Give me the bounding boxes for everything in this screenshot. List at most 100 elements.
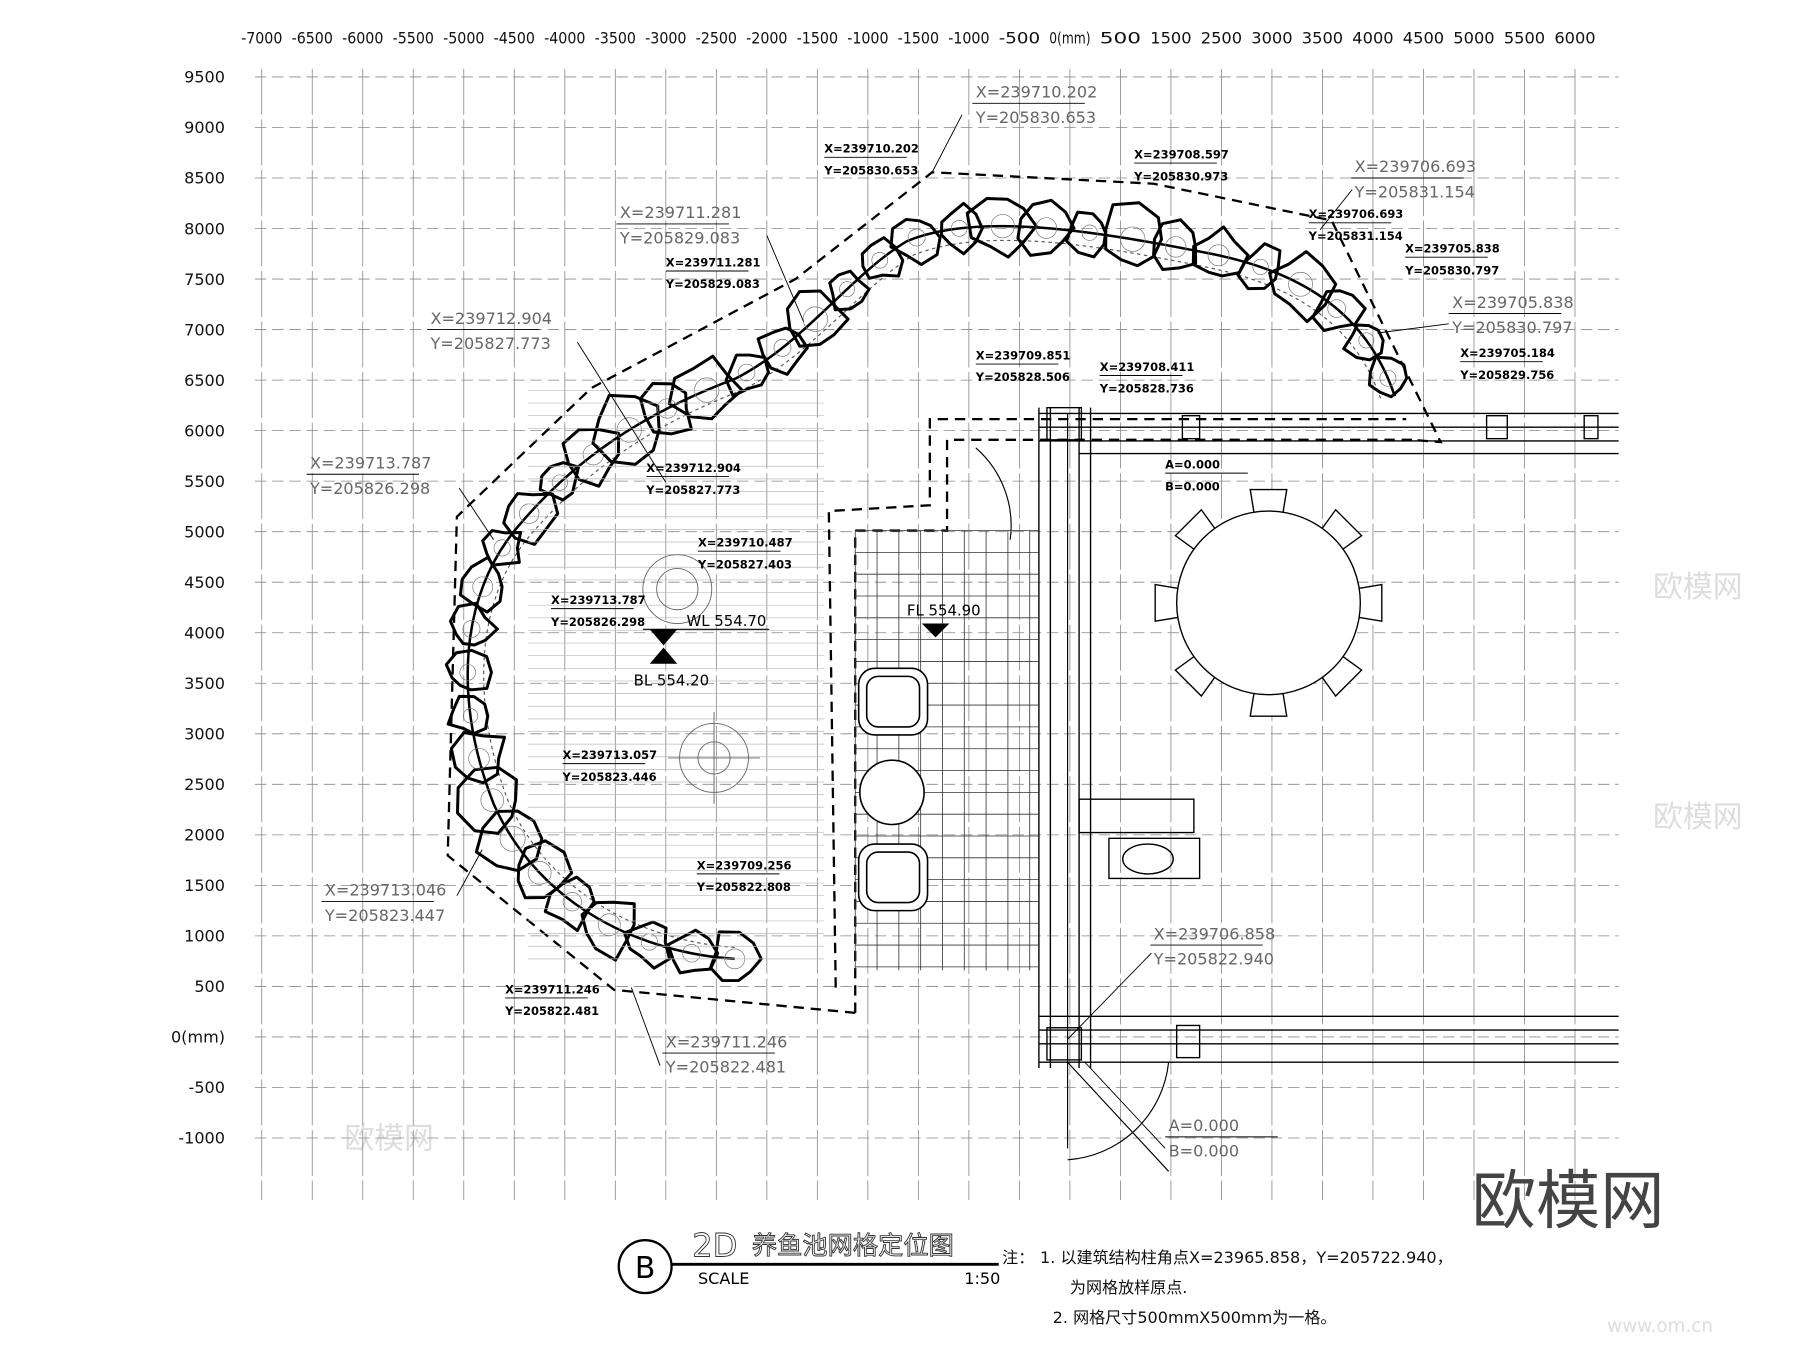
coord-label-y: Y=205823.447: [324, 906, 445, 925]
rock: [1191, 225, 1250, 278]
leader-line: [577, 341, 667, 483]
coord-label-y: Y=205830.973: [1133, 169, 1228, 183]
coord-label-x: X=239713.787: [551, 593, 646, 607]
watermark-text: 欧模网: [344, 1121, 434, 1156]
x-axis-label: -1500: [898, 29, 939, 48]
y-axis-label: 8500: [184, 169, 225, 188]
rock: [455, 765, 518, 835]
coord-label-x: X=239706.693: [1309, 207, 1404, 221]
leader-lines: [306, 102, 1562, 1149]
rock-texture: [493, 539, 511, 557]
coordinate-labels: X=239710.202Y=205830.653X=239711.281Y=20…: [309, 83, 1574, 1161]
watermark-text: 欧模网: [1653, 570, 1743, 605]
coord-label-y: Y=205830.653: [823, 164, 918, 178]
rock-texture: [462, 620, 481, 638]
x-axis-label: -2000: [746, 29, 787, 48]
leader-line: [458, 487, 495, 540]
title-block: B 2D 养鱼池网格定位图 SCALE 1:50: [617, 1226, 1000, 1295]
rock-texture: [1288, 271, 1313, 297]
coord-label-y: Y=205827.403: [697, 557, 792, 571]
coord-label-y: Y=205831.154: [1308, 229, 1403, 243]
coord-label-x: X=239708.411: [1100, 360, 1195, 374]
rock: [860, 236, 905, 280]
x-axis-label: 1500: [1150, 29, 1191, 48]
coord-label-y: B=0.000: [1165, 479, 1220, 493]
x-axis-label: 5500: [1504, 29, 1545, 48]
coord-label-x: X=239711.246: [505, 982, 600, 996]
leader-line: [630, 987, 661, 1066]
rock: [828, 269, 871, 312]
coord-label-x: X=239711.246: [666, 1032, 788, 1051]
rock-texture: [1165, 236, 1187, 258]
y-axis-label: 7500: [184, 270, 225, 289]
coord-label-y: Y=205827.773: [429, 334, 550, 353]
y-axis-label: 5500: [184, 472, 225, 491]
y-axis-label: 500: [194, 977, 225, 996]
watermark-site: www.om.cn: [1607, 1316, 1713, 1337]
rock: [474, 809, 544, 873]
y-axis-label: 1000: [184, 927, 225, 946]
floor-level-label: FL 554.90: [907, 602, 981, 620]
rock: [1065, 210, 1108, 259]
rock-texture: [1358, 332, 1375, 349]
rock-texture: [990, 214, 1015, 239]
rock: [446, 694, 490, 736]
coord-label-x: X=239712.904: [646, 461, 741, 475]
coord-label-x: X=239705.838: [1452, 293, 1574, 312]
rock: [449, 731, 507, 785]
rock-texture: [1035, 217, 1058, 239]
level-markers: WL 554.70 BL 554.20 FL 554.90: [634, 602, 981, 690]
rock: [444, 648, 493, 692]
leader-line: [931, 114, 963, 173]
coord-label-y: Y=205826.298: [309, 479, 430, 498]
rock-texture: [1252, 258, 1269, 276]
coord-label-y: Y=205830.797: [1404, 263, 1499, 277]
x-axis-label: 500: [1100, 29, 1141, 48]
x-axis-label: -7000: [241, 29, 282, 48]
rock: [1236, 242, 1282, 291]
coord-label-y: Y=205829.083: [619, 228, 740, 247]
rock: [580, 900, 636, 962]
coord-label-y: Y=205822.940: [1153, 950, 1274, 969]
scale-label: SCALE: [698, 1269, 749, 1288]
rock-texture: [839, 281, 855, 298]
x-axis-label: 0(mm): [1049, 29, 1090, 48]
rock: [889, 217, 942, 266]
y-axis-label: 4000: [184, 623, 225, 642]
leader-line: [456, 849, 483, 896]
y-axis-label: -1000: [178, 1129, 225, 1148]
rock: [1311, 289, 1367, 332]
coord-label-x: X=239710.487: [698, 536, 793, 550]
rock: [591, 393, 661, 466]
coord-label-y: Y=205831.154: [1354, 183, 1475, 202]
coord-label-y: Y=205829.756: [1459, 368, 1554, 382]
x-axis-label: 4500: [1403, 29, 1444, 48]
dining-table: [1154, 488, 1383, 717]
rock-texture: [773, 338, 792, 357]
coord-label-x: X=239706.858: [1154, 924, 1276, 943]
lounge-chairs: [857, 667, 929, 912]
coord-label-y: Y=205828.736: [1099, 382, 1194, 396]
leader-line: [1067, 952, 1152, 1040]
rock-texture: [459, 664, 477, 681]
leader-line: [1377, 323, 1449, 334]
coord-label-x: X=239705.838: [1405, 242, 1500, 256]
rock-texture: [472, 576, 494, 598]
notes: 注： 1. 以建筑结构柱角点X=23965.858，Y=205722.940， …: [1002, 1248, 1453, 1327]
rock: [502, 492, 560, 546]
rock-texture: [950, 220, 968, 237]
coord-label-y: Y=205828.506: [975, 370, 1070, 384]
building: [975, 406, 1619, 1172]
coord-label-x: X=239709.256: [697, 858, 792, 872]
grid: [254, 68, 1619, 1201]
x-axis-label: -6000: [342, 29, 383, 48]
coord-label-x: A=0.000: [1165, 458, 1220, 472]
coord-label-x: X=239712.904: [430, 309, 552, 328]
coord-label-x: X=239713.046: [325, 881, 447, 900]
x-axis-label: 3000: [1251, 29, 1292, 48]
coord-label-y: Y=205829.083: [665, 277, 760, 291]
coord-label-y: Y=205822.481: [665, 1058, 786, 1077]
